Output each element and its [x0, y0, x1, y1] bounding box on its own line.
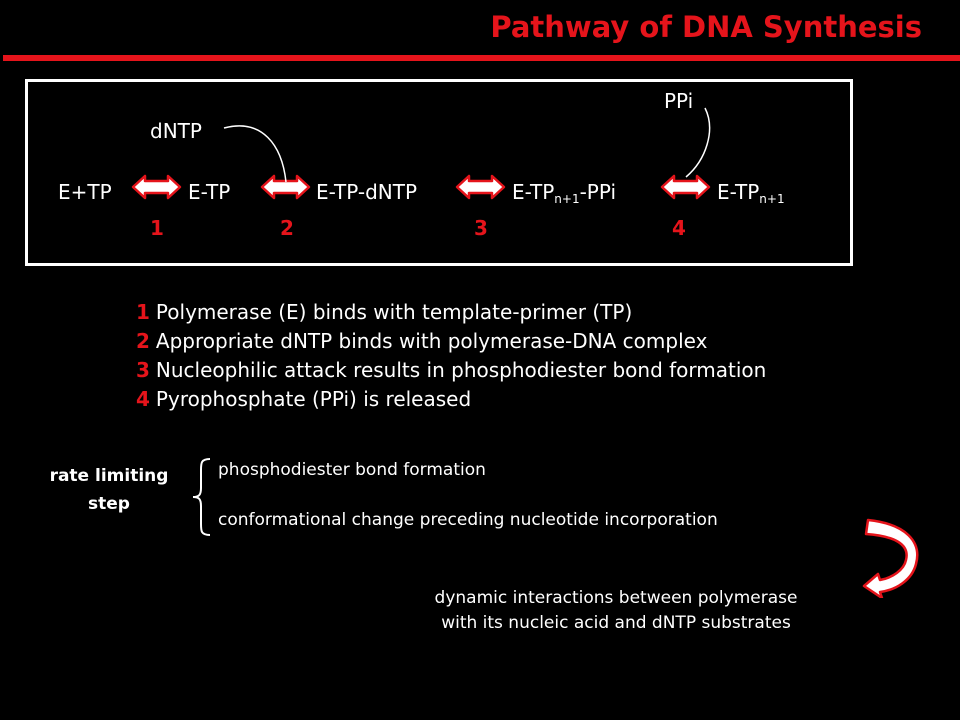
species-e-tp: E+TP — [58, 180, 112, 204]
step-number-1: 1 — [150, 216, 164, 240]
ppi-released-label: PPi — [664, 89, 694, 113]
ppi-release-curve — [685, 107, 711, 178]
reversible-arrow-4 — [660, 174, 711, 200]
dntp-incoming-label: dNTP — [150, 119, 202, 143]
step-number-4: 4 — [672, 216, 686, 240]
dntp-binding-curve — [223, 125, 287, 183]
curly-brace-icon — [192, 458, 211, 536]
species-e-tp-bound: E-TP — [188, 180, 231, 204]
reaction-scheme-box — [25, 79, 853, 266]
reversible-arrow-2 — [260, 174, 311, 200]
step-number-2: 2 — [280, 216, 294, 240]
title-underline — [3, 55, 960, 61]
curved-arrow-icon — [862, 518, 919, 598]
reversible-arrow-3 — [455, 174, 506, 200]
step-number-3: 3 — [474, 216, 488, 240]
reversible-arrow-1 — [131, 174, 182, 200]
rate-limiting-label: rate limiting step — [49, 466, 169, 514]
slide-title: Pathway of DNA Synthesis — [490, 10, 922, 44]
species-e-tpn1-ppi: E-TPn+1-PPi — [512, 180, 617, 206]
conclusion-text: dynamic interactions between polymerase … — [434, 588, 798, 633]
rate-option-conformational-change: conformational change preceding nucleoti… — [218, 510, 718, 530]
rate-option-bond-formation: phosphodiester bond formation — [218, 460, 486, 480]
species-e-tp-dntp: E-TP-dNTP — [316, 180, 418, 204]
species-e-tpn1: E-TPn+1 — [717, 180, 785, 206]
